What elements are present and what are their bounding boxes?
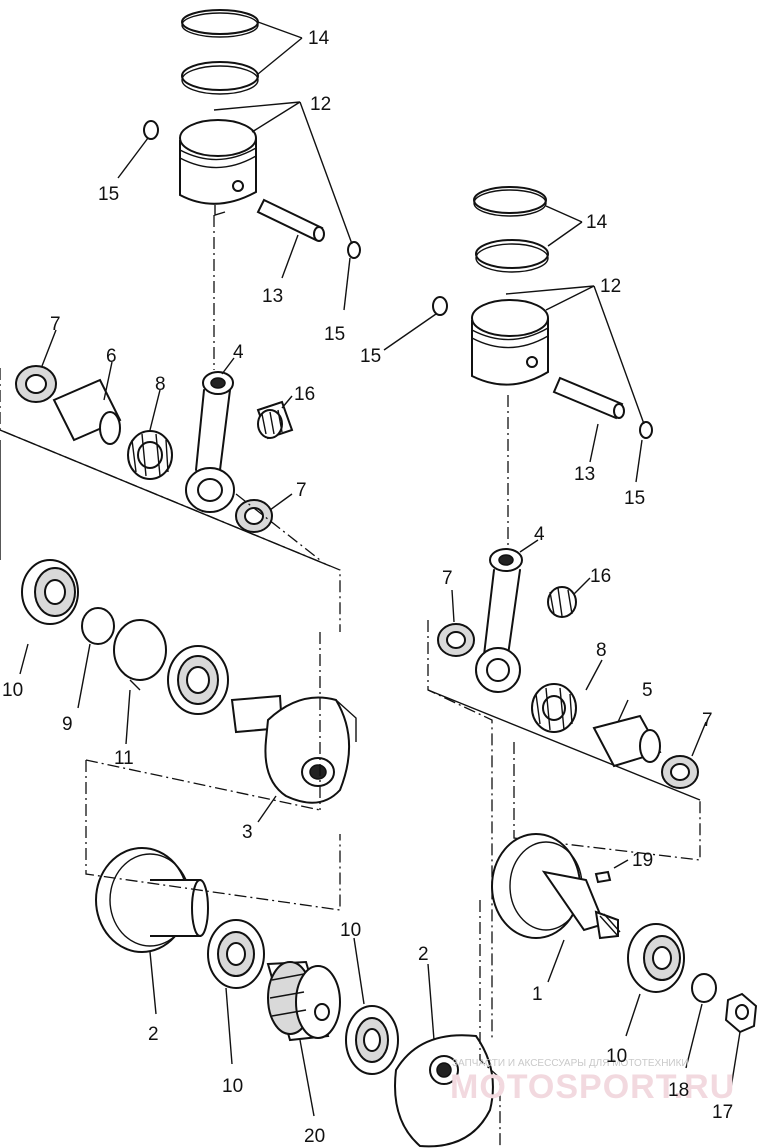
right-connecting-rod <box>475 548 523 693</box>
left-crank-half-2 <box>95 847 209 953</box>
left-crank-half-3 <box>230 694 357 804</box>
right-dowel-pin-19 <box>594 870 612 884</box>
left-needle-bearing-small <box>256 400 294 440</box>
callout-10d: 10 <box>606 1046 627 1067</box>
left-thrust-washer-a <box>15 365 57 403</box>
left-thrust-washer-b <box>235 499 273 533</box>
right-crank-half-1 <box>491 833 621 940</box>
callout-7c: 7 <box>442 568 453 589</box>
right-main-bearing-10d <box>627 923 685 993</box>
callout-8b: 8 <box>596 640 607 661</box>
watermark-logo: MOTOSPORT.RU <box>450 1068 735 1106</box>
right-thrust-washer-b <box>661 755 699 789</box>
right-circlip-15c <box>432 296 448 316</box>
callout-7b: 7 <box>296 480 307 501</box>
callout-2a: 2 <box>148 1024 159 1045</box>
callout-16b: 16 <box>590 566 611 587</box>
watermark-tagline: ЗАПЧАСТИ И АКСЕССУАРЫ ДЛЯ МОТОТЕХНИКИ <box>452 1058 689 1069</box>
right-wrist-pin <box>552 376 625 420</box>
left-roller-bearing-11 <box>167 645 229 715</box>
callout-20: 20 <box>304 1126 325 1147</box>
center-main-bearing-10c <box>345 1005 399 1075</box>
callout-5: 5 <box>642 680 653 701</box>
right-circlip-15d <box>639 421 653 439</box>
left-piston-ring-upper <box>181 9 259 38</box>
callout-14b: 14 <box>586 212 608 233</box>
callout-17: 17 <box>712 1102 733 1123</box>
left-main-bearing-10a <box>21 559 79 625</box>
callout-1: 1 <box>532 984 543 1005</box>
callout-15c: 15 <box>360 346 381 367</box>
callout-16a: 16 <box>294 384 315 405</box>
callout-14a: 14 <box>308 28 330 49</box>
right-needle-bearing-small <box>547 586 577 618</box>
right-piston <box>471 299 549 386</box>
callout-19: 19 <box>632 850 653 871</box>
right-thrust-washer-a <box>437 623 475 657</box>
left-wrist-pin <box>256 198 325 242</box>
callout-7d: 7 <box>702 710 713 731</box>
callout-4b: 4 <box>534 524 545 545</box>
callout-15d: 15 <box>624 488 645 509</box>
left-piston-ring-lower <box>181 61 259 95</box>
left-circlip-15a <box>143 120 159 140</box>
callout-15a: 15 <box>98 184 119 205</box>
callout-15b: 15 <box>324 324 345 345</box>
callout-8a: 8 <box>155 374 166 395</box>
callout-2b: 2 <box>418 944 429 965</box>
callout-10c: 10 <box>340 920 361 941</box>
callout-13a: 13 <box>262 286 283 307</box>
callout-3: 3 <box>242 822 253 843</box>
left-main-bearing-10b <box>207 919 265 989</box>
center-crank-pin-20 <box>266 960 341 1042</box>
right-piston-ring-lower <box>475 239 549 273</box>
right-piston-ring-upper <box>473 186 547 217</box>
left-retaining-ring-11 <box>113 619 167 681</box>
left-needle-bearing-large <box>127 430 173 480</box>
callout-12b: 12 <box>600 276 621 297</box>
left-retaining-ring-9 <box>81 607 115 645</box>
left-connecting-rod <box>185 371 235 513</box>
center-crank-half-2b <box>394 1034 494 1148</box>
callout-4a: 4 <box>233 342 244 363</box>
right-needle-bearing-large <box>531 683 577 733</box>
callout-18: 18 <box>668 1080 689 1101</box>
right-crank-pin <box>592 714 662 768</box>
callout-9: 9 <box>62 714 73 735</box>
callout-10b: 10 <box>222 1076 243 1097</box>
callout-7a: 7 <box>50 314 61 335</box>
right-lock-washer-18 <box>691 973 717 1003</box>
callout-6: 6 <box>106 346 117 367</box>
left-circlip-15b <box>347 241 361 259</box>
callout-10a: 10 <box>2 680 23 701</box>
left-piston <box>179 119 257 216</box>
left-crank-pin <box>52 378 122 445</box>
callout-11: 11 <box>114 748 134 769</box>
right-nut-17 <box>724 992 758 1034</box>
callout-12a: 12 <box>310 94 331 115</box>
callout-13b: 13 <box>574 464 595 485</box>
